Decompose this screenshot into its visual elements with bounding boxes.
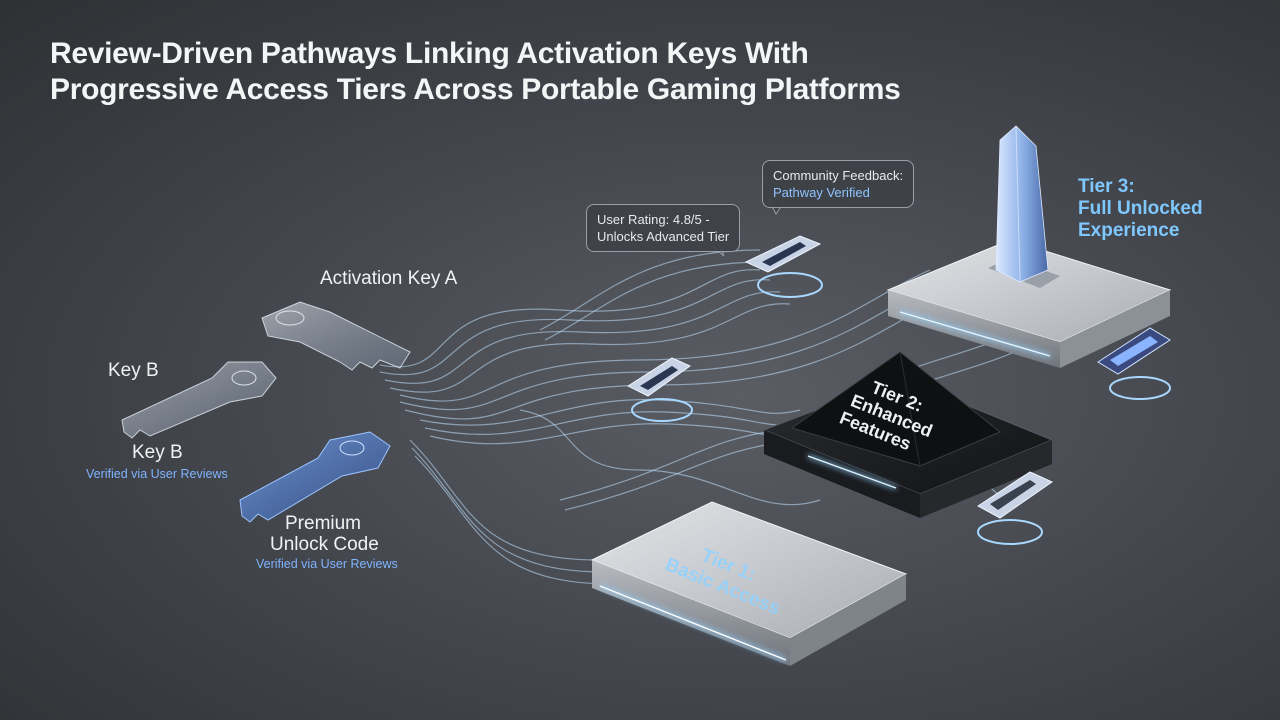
key-b-top-label: Key B [108,360,159,381]
title-line2: Progressive Access Tiers Across Portable… [50,73,901,106]
community-feedback-callout: Community Feedback: Pathway Verified [762,160,915,208]
premium-unlock-key [239,431,391,523]
user-rating-callout: User Rating: 4.8/5 - Unlocks Advanced Ti… [586,204,741,252]
premium-label-line1: Premium [285,513,362,534]
feedback-line1: Community Feedback: [773,168,904,183]
tier3-label-line3: Experience [1078,220,1180,241]
feedback-line2: Pathway Verified [773,185,870,200]
tier3-label-line2: Full Unlocked [1078,198,1203,219]
handheld-console-4 [977,471,1054,545]
key-b [121,361,277,439]
handheld-console-3 [1097,327,1171,400]
tier2-platform [762,351,1054,518]
rating-line2: Unlocks Advanced Tier [597,229,730,244]
key-b-label: Key B [132,442,183,463]
premium-label-line2: Unlock Code [270,534,379,555]
premium-label: Premium [285,513,361,535]
handheld-console-1 [744,235,823,298]
tier3-label-line1: Tier 3: [1078,176,1135,197]
tier1-platform [590,501,908,666]
title-line1: Review-Driven Pathways Linking Activatio… [50,37,809,70]
tier2-label: Tier 2: Enhanced Features [837,377,935,454]
page-title: Review-Driven Pathways Linking Activatio… [50,36,950,108]
rating-line1: User Rating: 4.8/5 - [597,212,710,227]
tier3-spire [995,125,1049,283]
key-a-label: Activation Key A [320,268,458,289]
handheld-console-2 [626,357,693,422]
key-b-note: Verified via User Reviews [86,467,228,481]
premium-note: Verified via User Reviews [256,557,398,571]
tier3-label: Tier 3: Full Unlocked Experience [1078,176,1203,242]
activation-key-a [261,301,411,371]
